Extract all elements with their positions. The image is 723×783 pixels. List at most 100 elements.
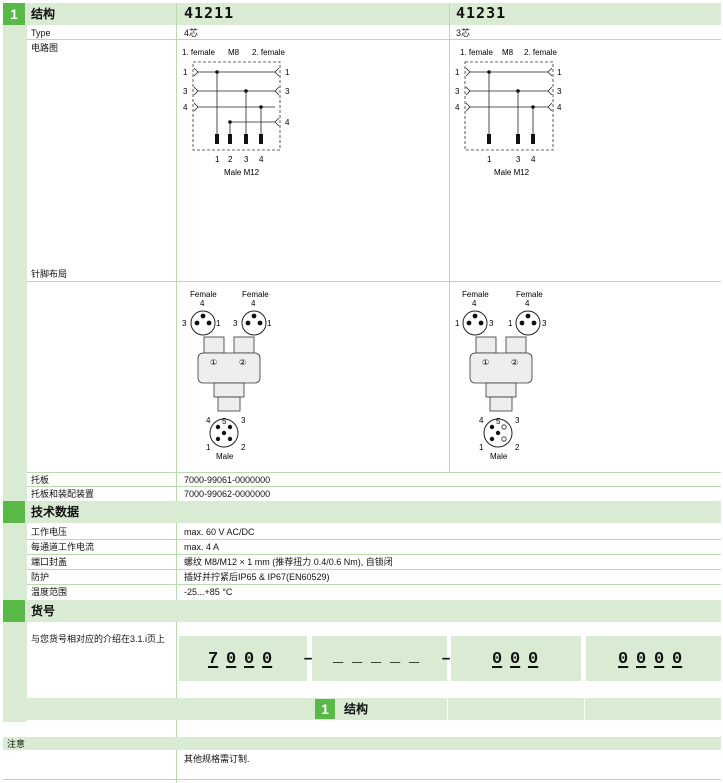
- circuit-b-left-head: 1. female: [460, 48, 493, 57]
- order-code-box-1: [179, 636, 307, 681]
- model-number-a: 41211: [184, 4, 235, 22]
- tech-row-value: 螺纹 M8/M12 × 1 mm (推荐扭力 0.4/0.6 Nm), 自锁闭: [184, 557, 393, 567]
- section-number-badge: 1: [3, 3, 25, 25]
- pinout-diagram-a: Female Female 4 4 3 1 3 1 ① ② 4 5 3 1 2 …: [182, 290, 272, 461]
- type-value-a: 4芯: [184, 28, 199, 38]
- row-rule: [27, 472, 721, 473]
- circuit-a-pin-right: 3: [285, 87, 290, 96]
- order-digit: 0: [636, 650, 647, 669]
- circuit-b-pin-right: 4: [557, 103, 562, 112]
- pinout-b-male-pin: 2: [515, 443, 520, 452]
- circuit-a-bottom-label: Male M12: [224, 168, 260, 177]
- row-rule: [27, 486, 721, 487]
- section-title: 结构: [31, 7, 56, 21]
- circuit-b-bottom-label: Male M12: [494, 168, 530, 177]
- order-code-box-2: [312, 636, 447, 681]
- circuit-a-pin-left: 3: [183, 87, 188, 96]
- circuit-b-pin-right: 3: [557, 87, 562, 96]
- circuit-a-pin-bottom: 3: [244, 155, 249, 164]
- order-digit: 0: [528, 650, 539, 669]
- pinout-a-port-mark: ①: [210, 358, 217, 367]
- pinout-b-female-pin: 1: [455, 319, 460, 328]
- tech-row-value: max. 4 A: [184, 542, 220, 552]
- order-blank: _: [333, 648, 344, 667]
- circuit-a-left-head: 1. female: [182, 48, 215, 57]
- circuit-a-pin-left: 1: [183, 68, 188, 77]
- pinout-a-male-label: Male: [216, 452, 234, 461]
- pinout-a-male-pin: 2: [241, 443, 246, 452]
- order-digit: 0: [510, 650, 521, 669]
- circuit-b-pin-left: 4: [455, 103, 460, 112]
- footer-section-band: [3, 698, 721, 720]
- circuit-diagram-b: 1. female M8 2. female 1 3 4 1 3 4 1 3 4…: [455, 48, 562, 177]
- pinout-a-female-pin: 4: [251, 299, 256, 308]
- pinout-b-male-pin: 4: [479, 416, 484, 425]
- tray-assembly-value: 7000-99062-0000000: [184, 489, 271, 499]
- circuit-b-pin-bottom: 3: [516, 155, 521, 164]
- pinout-a-male-pin: 5: [222, 417, 227, 426]
- order-blank: _: [409, 648, 420, 667]
- circuit-b-pin-left: 1: [455, 68, 460, 77]
- tech-row-label: 端口封盖: [31, 557, 68, 567]
- circuit-a-pin-left: 4: [183, 103, 188, 112]
- order-digit: 7: [208, 650, 219, 669]
- pinout-b-male-label: Male: [490, 452, 508, 461]
- order-blank: _: [390, 648, 401, 667]
- row-rule: [27, 569, 721, 570]
- row-rule: [27, 539, 721, 540]
- pinout-a-female-pin: 3: [182, 319, 187, 328]
- tech-section-band: [3, 501, 721, 523]
- pinout-a-male-pin: 4: [206, 416, 211, 425]
- tray-value: 7000-99061-0000000: [184, 475, 271, 485]
- tech-row-value: -25...+85 °C: [184, 587, 233, 597]
- circuit-a-right-head: 2. female: [252, 48, 285, 57]
- pinout-a-female-pin: 3: [233, 319, 238, 328]
- circuit-b-pin-right: 1: [557, 68, 562, 77]
- order-section-band: [3, 600, 721, 622]
- tech-row-label: 工作电压: [31, 527, 68, 537]
- order-digit: 0: [244, 650, 255, 669]
- circuit-a-pin-bottom: 4: [259, 155, 264, 164]
- pinout-b-male-pin: 3: [515, 416, 520, 425]
- pinout-b-female-pin: 3: [542, 319, 547, 328]
- row-rule: [27, 39, 721, 40]
- circuit-a-pin-right: 4: [285, 118, 290, 127]
- pinout-a-female-pin: 1: [267, 319, 272, 328]
- bottom-rule: [3, 779, 721, 780]
- pinout-b-female-pin: 4: [472, 299, 477, 308]
- pinout-a-female-pin: 1: [216, 319, 221, 328]
- tray-assembly-label: 托板和装配装置: [31, 489, 95, 499]
- order-blank: _: [371, 648, 382, 667]
- pinout-b-female-pin: 3: [489, 319, 494, 328]
- pinout-diagram-b: Female Female 4 4 1 3 1 3 ① ② 4 5 3 1 2 …: [455, 290, 547, 461]
- circuit-b-pin-bottom: 4: [531, 155, 536, 164]
- order-digit: 0: [654, 650, 665, 669]
- pinout-a-male-pin: 1: [206, 443, 211, 452]
- tech-row-label: 每通道工作电流: [31, 542, 95, 552]
- pinout-b-port-mark: ②: [511, 358, 518, 367]
- order-digit: 0: [262, 650, 273, 669]
- circuit-diagram-label: 电路图: [31, 43, 59, 53]
- circuit-a-pin-bottom: 2: [228, 155, 233, 164]
- circuit-a-pin-bottom: 1: [215, 155, 220, 164]
- notes-label: 注意: [7, 739, 26, 749]
- pinout-b-female-pin: 1: [508, 319, 513, 328]
- pinout-a-port-mark: ②: [239, 358, 246, 367]
- row-rule: [27, 584, 721, 585]
- type-value-b: 3芯: [456, 28, 471, 38]
- order-digit: 0: [618, 650, 629, 669]
- circuit-b-mid-head: M8: [502, 48, 514, 57]
- model-number-b: 41231: [456, 4, 507, 22]
- pinout-b-female-label: Female: [462, 290, 489, 299]
- column-divider-label: [176, 3, 177, 783]
- order-section-marker: [3, 600, 25, 622]
- pin-layout-label: 针脚布局: [31, 269, 68, 279]
- circuit-b-right-head: 2. female: [524, 48, 557, 57]
- footer-section-badge: 1: [315, 699, 335, 719]
- order-digit: 0: [672, 650, 683, 669]
- tech-row-label: 防护: [31, 572, 50, 582]
- order-digit: 0: [492, 650, 503, 669]
- circuit-b-pin-bottom: 1: [487, 155, 492, 164]
- pinout-a-female-label: Female: [242, 290, 269, 299]
- header-band: [3, 3, 721, 25]
